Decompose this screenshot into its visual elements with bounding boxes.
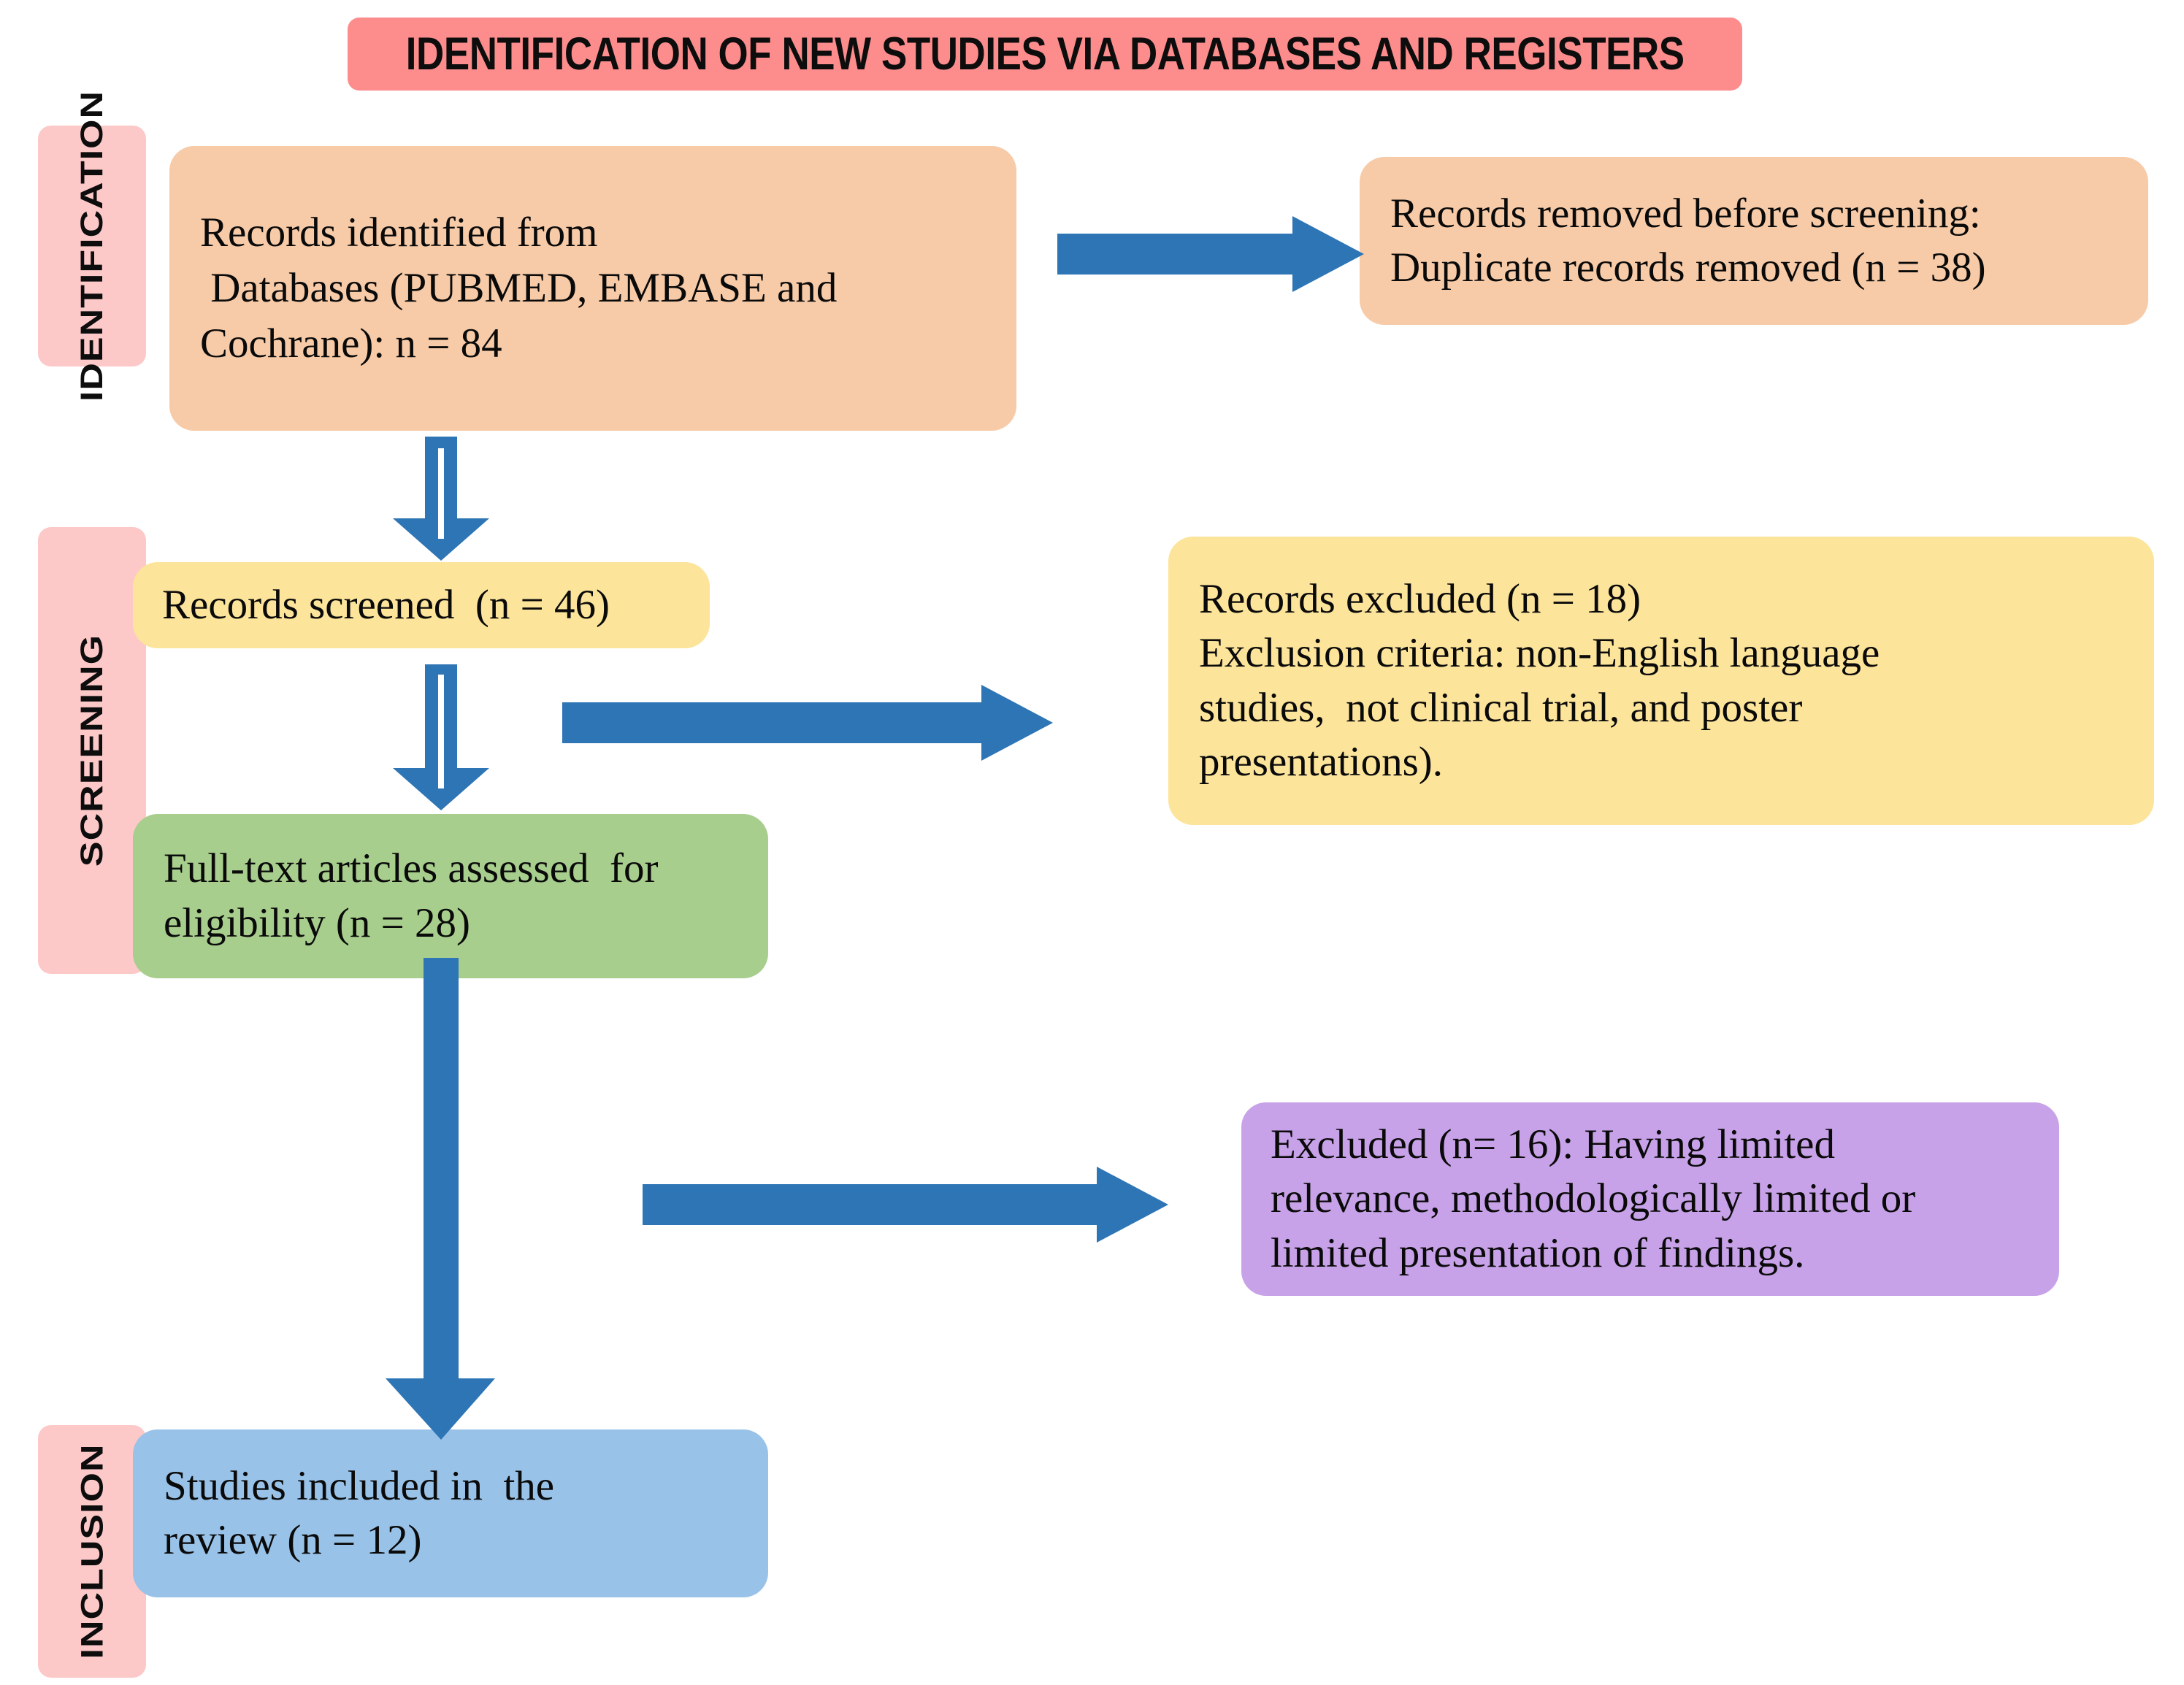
- stage-label-identification: IDENTIFICATION: [38, 91, 146, 402]
- box-excluded-16-line1: Excluded (n= 16): Having limited: [1271, 1121, 1835, 1168]
- box-fulltext-articles-assessed: Full-text articles assessed for eligibil…: [133, 814, 768, 978]
- arrow-screened-to-excluded: [562, 685, 1053, 761]
- box-records-excluded-line3: studies, not clinical trial, and poster: [1199, 684, 1803, 731]
- arrow-identified-to-screened: [393, 437, 489, 561]
- box-records-identified-line2: Databases (PUBMED, EMBASE and: [200, 265, 838, 312]
- box-fulltext-line2: eligibility (n = 28): [164, 899, 471, 946]
- box-records-excluded-line2: Exclusion criteria: non-English language: [1199, 630, 1880, 677]
- stage-label-identification-text: IDENTIFICATION: [74, 90, 110, 402]
- stage-label-inclusion-text: INCLUSION: [74, 1443, 110, 1659]
- box-records-identified-line3: Cochrane): n = 84: [200, 320, 502, 366]
- box-excluded-16-line3: limited presentation of findings.: [1271, 1229, 1805, 1276]
- box-studies-included-line1: Studies included in the: [164, 1462, 555, 1509]
- box-records-screened-line1: Records screened (n = 46): [162, 581, 610, 628]
- arrow-fulltext-to-excluded16: [643, 1167, 1168, 1243]
- box-records-removed-before-screening: Records removed before screening: Duplic…: [1360, 157, 2148, 325]
- box-records-excluded: Records excluded (n = 18) Exclusion crit…: [1168, 537, 2154, 825]
- box-records-excluded-line4: presentations).: [1199, 738, 1443, 785]
- box-records-identified: Records identified from Databases (PUBME…: [169, 146, 1016, 431]
- arrow-fulltext-to-included: [386, 958, 495, 1440]
- box-excluded-limited-relevance: Excluded (n= 16): Having limited relevan…: [1241, 1102, 2059, 1296]
- diagram-title-banner: IDENTIFICATION OF NEW STUDIES VIA DATABA…: [348, 18, 1742, 91]
- box-records-removed-line1: Records removed before screening:: [1390, 190, 1981, 237]
- diagram-title-text: IDENTIFICATION OF NEW STUDIES VIA DATABA…: [405, 28, 1685, 80]
- box-records-removed-line2: Duplicate records removed (n = 38): [1390, 245, 1986, 291]
- stage-label-screening: SCREENING: [38, 527, 146, 974]
- box-excluded-16-line2: relevance, methodologically limited or: [1271, 1175, 1916, 1222]
- box-records-excluded-line1: Records excluded (n = 18): [1199, 576, 1641, 623]
- box-studies-included-line2: review (n = 12): [164, 1517, 422, 1563]
- stage-label-inclusion: INCLUSION: [38, 1425, 146, 1678]
- arrow-screened-to-fulltext: [393, 664, 489, 810]
- box-records-screened: Records screened (n = 46): [133, 562, 710, 648]
- arrow-identified-to-removed: [1057, 216, 1364, 292]
- box-records-identified-line1: Records identified from: [200, 210, 598, 256]
- stage-label-screening-text: SCREENING: [74, 634, 110, 867]
- box-studies-included-in-review: Studies included in the review (n = 12): [133, 1429, 768, 1597]
- box-fulltext-line1: Full-text articles assessed for: [164, 845, 659, 892]
